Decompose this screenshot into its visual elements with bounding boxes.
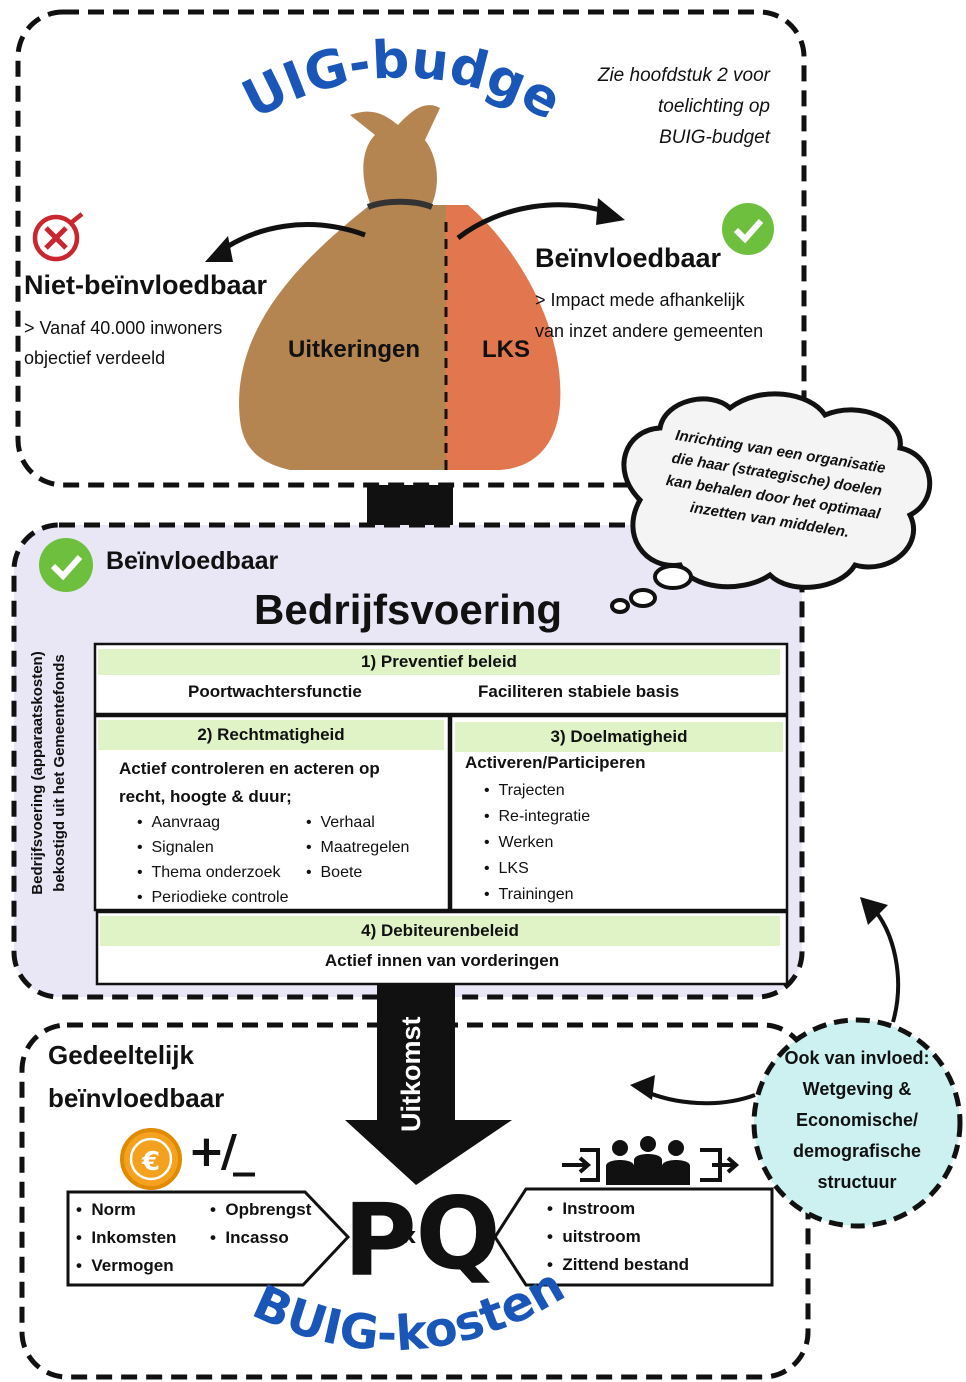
preventief-item: Poortwachtersfunctie bbox=[188, 682, 362, 701]
doelmatigheid-header: 3) Doelmatigheid bbox=[455, 722, 783, 752]
list-item: Instroom bbox=[547, 1195, 689, 1223]
list-item: Verhaal bbox=[306, 810, 409, 835]
rechtmatigheid-list-1: Aanvraag Signalen Thema onderzoek Period… bbox=[137, 810, 289, 910]
euro-coin-icon: € bbox=[120, 1128, 182, 1190]
preventief-header: 1) Preventief beleid bbox=[98, 649, 780, 675]
uitkomst-arrow bbox=[345, 985, 512, 1185]
list-item: Werken bbox=[484, 830, 590, 856]
rechtmatigheid-header: 2) Rechtmatigheid bbox=[98, 720, 444, 750]
list-item: Trainingen bbox=[484, 882, 590, 908]
desc-line: > Impact mede afhankelijk bbox=[535, 290, 745, 310]
people-inout-icon bbox=[562, 1148, 740, 1182]
list-item: Maatregelen bbox=[306, 835, 410, 860]
cross-circle-icon bbox=[32, 212, 84, 262]
side-label-line: bekostigd uit het Gemeentefonds bbox=[51, 654, 68, 892]
budget-note-line: toelichting op bbox=[658, 96, 770, 117]
p-items-col2: Opbrengst Incasso bbox=[210, 1196, 311, 1252]
budget-note-line: BUIG-budget bbox=[659, 127, 770, 148]
kosten-frame bbox=[19, 1022, 811, 1380]
bedrijfsvoering-badge: Beïnvloedbaar bbox=[106, 547, 279, 575]
budget-note: Zie hoofdstuk 2 voor toelichting op BUIG… bbox=[560, 60, 770, 153]
list-item: Signalen bbox=[137, 835, 288, 860]
list-item: Inkomsten bbox=[76, 1224, 176, 1252]
list-item: Vermogen bbox=[76, 1252, 176, 1280]
p-letter: P bbox=[343, 1182, 416, 1299]
check-circle-icon-budget bbox=[722, 203, 774, 255]
niet-beinvloedbaar-desc: > Vanaf 40.000 inwoners objectief verdee… bbox=[24, 313, 222, 373]
title-line: beïnvloedbaar bbox=[48, 1083, 225, 1113]
people-group-icon bbox=[606, 1136, 690, 1185]
bag-label-lks: LKS bbox=[482, 336, 530, 363]
title-line: Gedeeltelijk bbox=[48, 1040, 194, 1070]
check-circle-icon-bedrijfsvoering bbox=[39, 538, 93, 592]
bag-label-uitkeringen: Uitkeringen bbox=[288, 336, 421, 363]
budget-note-line: Zie hoofdstuk 2 voor bbox=[597, 65, 770, 86]
budget-connector bbox=[367, 485, 453, 525]
list-item: uitstroom bbox=[547, 1223, 689, 1251]
desc-line: > Vanaf 40.000 inwoners bbox=[24, 318, 223, 338]
list-item: Opbrengst bbox=[210, 1196, 311, 1224]
list-item: Incasso bbox=[210, 1224, 311, 1252]
debiteuren-text: Actief innen van vorderingen bbox=[324, 951, 560, 970]
text-line: recht, hoogte & duur; bbox=[119, 787, 292, 806]
q-items: Instroom uitstroom Zittend bestand bbox=[547, 1195, 689, 1279]
svg-text:€: € bbox=[141, 1147, 160, 1177]
budget-frame bbox=[15, 9, 807, 488]
list-item: Trajecten bbox=[484, 778, 590, 804]
influence-circle bbox=[751, 1017, 963, 1229]
x-letter: x bbox=[402, 1224, 416, 1249]
p-items-col1: Norm Inkomsten Vermogen bbox=[76, 1196, 176, 1280]
list-item: LKS bbox=[484, 856, 590, 882]
desc-line: objectief verdeeld bbox=[24, 348, 166, 368]
influence-line: Wetgeving & bbox=[802, 1079, 912, 1099]
beinvloedbaar-desc: > Impact mede afhankelijk van inzet ande… bbox=[535, 285, 763, 347]
preventief-item: Faciliteren stabiele basis bbox=[478, 682, 680, 701]
q-letter: Q bbox=[415, 1175, 500, 1292]
rechtmatigheid-list-2: Verhaal Maatregelen Boete bbox=[306, 810, 410, 885]
list-item: Boete bbox=[306, 860, 409, 885]
arrow-to-kosten bbox=[641, 1088, 756, 1106]
list-item: Thema onderzoek bbox=[137, 860, 288, 885]
arrow-to-bedrijfsvoering bbox=[868, 903, 900, 1023]
doelmatigheid-list: Trajecten Re-integratie Werken LKS Train… bbox=[484, 778, 591, 908]
list-item: Re-integratie bbox=[484, 804, 591, 830]
budget-title: BUIG-budget bbox=[0, 0, 571, 132]
arrow-right bbox=[456, 202, 616, 240]
uitkomst-label: Uitkomst bbox=[396, 1016, 426, 1132]
plusminus-icon: +/_ bbox=[188, 1126, 255, 1177]
desc-line: van inzet andere gemeenten bbox=[535, 321, 764, 341]
influence-line: Economische/ bbox=[795, 1110, 919, 1130]
influence-line: Ook van invloed: bbox=[784, 1048, 930, 1068]
doelmatigheid-subtitle: Activeren/Participeren bbox=[465, 753, 646, 772]
thought-cloud bbox=[610, 391, 933, 614]
kosten-section-title: Gedeeltelijk beïnvloedbaar bbox=[48, 1034, 224, 1120]
influence-line: demografische bbox=[792, 1141, 922, 1161]
bedrijfsvoering-side-label: Bedrijfsvoering (apparaatskosten) bekost… bbox=[27, 618, 71, 928]
bedrijfsvoering-title: Bedrijfsvoering bbox=[254, 586, 563, 633]
list-item: Norm bbox=[76, 1196, 176, 1224]
beinvloedbaar-title: Beïnvloedbaar bbox=[535, 243, 722, 273]
influence-text: Ook van invloed: Wetgeving & Economische… bbox=[767, 1043, 947, 1198]
list-item: Periodieke controle bbox=[137, 885, 289, 910]
influence-line: structuur bbox=[817, 1172, 897, 1192]
money-bag bbox=[239, 105, 561, 470]
list-item: Zittend bestand bbox=[547, 1251, 689, 1279]
side-label-line: Bedrijfsvoering (apparaatskosten) bbox=[29, 651, 46, 895]
rechtmatigheid-text: Actief controleren en acteren op recht, … bbox=[119, 755, 380, 811]
niet-beinvloedbaar-title: Niet-beïnvloedbaar bbox=[24, 270, 268, 300]
list-item: Aanvraag bbox=[137, 810, 288, 835]
text-line: Actief controleren en acteren op bbox=[119, 759, 380, 778]
debiteuren-header: 4) Debiteurenbeleid bbox=[100, 916, 780, 946]
